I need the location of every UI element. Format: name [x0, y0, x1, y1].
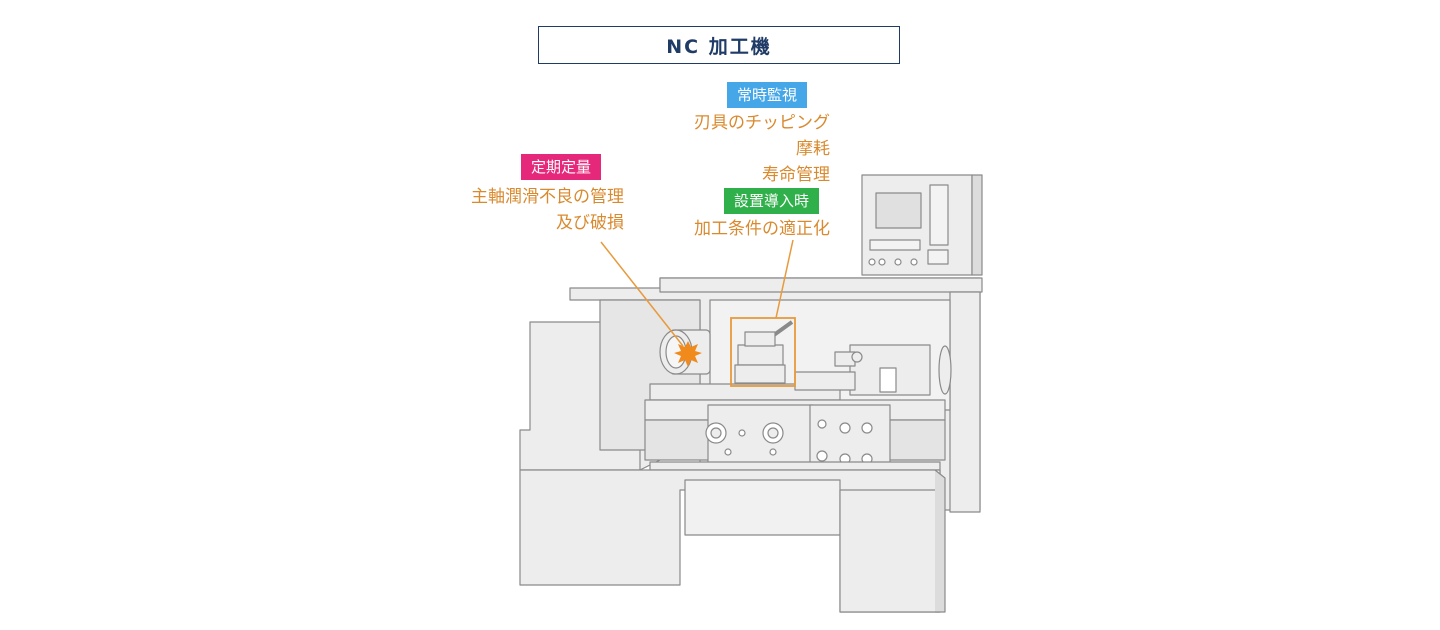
monitoring-note-line-1: 刃具のチッピング — [694, 113, 830, 133]
tailstock — [834, 344, 952, 396]
top-rail — [659, 277, 983, 293]
burst-icon — [674, 341, 702, 367]
monitoring-note-line-2: 摩耗 — [796, 139, 830, 159]
compound-slide — [794, 371, 856, 391]
setup-notes: 加工条件の適正化 — [694, 216, 830, 242]
tool-post — [734, 320, 794, 384]
control-panel — [861, 174, 983, 276]
periodic-note-line-1: 主軸潤滑不良の管理 — [471, 187, 624, 207]
base-cabinet — [519, 469, 946, 613]
periodic-badge: 定期定量 — [521, 154, 602, 180]
setup-badge: 設置導入時 — [724, 188, 820, 214]
monitoring-notes: 刃具のチッピング 摩耗 寿命管理 — [694, 110, 830, 188]
diagram-title: NC 加工機 — [538, 26, 900, 64]
periodic-note-line-2: 及び破損 — [556, 213, 624, 233]
periodic-notes: 主軸潤滑不良の管理 及び破損 — [471, 184, 624, 236]
right-frame — [949, 291, 981, 513]
setup-note-line-1: 加工条件の適正化 — [694, 219, 830, 239]
periodic-leader — [600, 241, 684, 347]
monitoring-badge: 常時監視 — [727, 82, 808, 108]
monitoring-note-line-3: 寿命管理 — [762, 165, 830, 185]
lead-screw — [649, 461, 941, 471]
apron — [705, 404, 814, 468]
setup-leader — [775, 239, 794, 319]
highlight-box — [730, 317, 796, 387]
